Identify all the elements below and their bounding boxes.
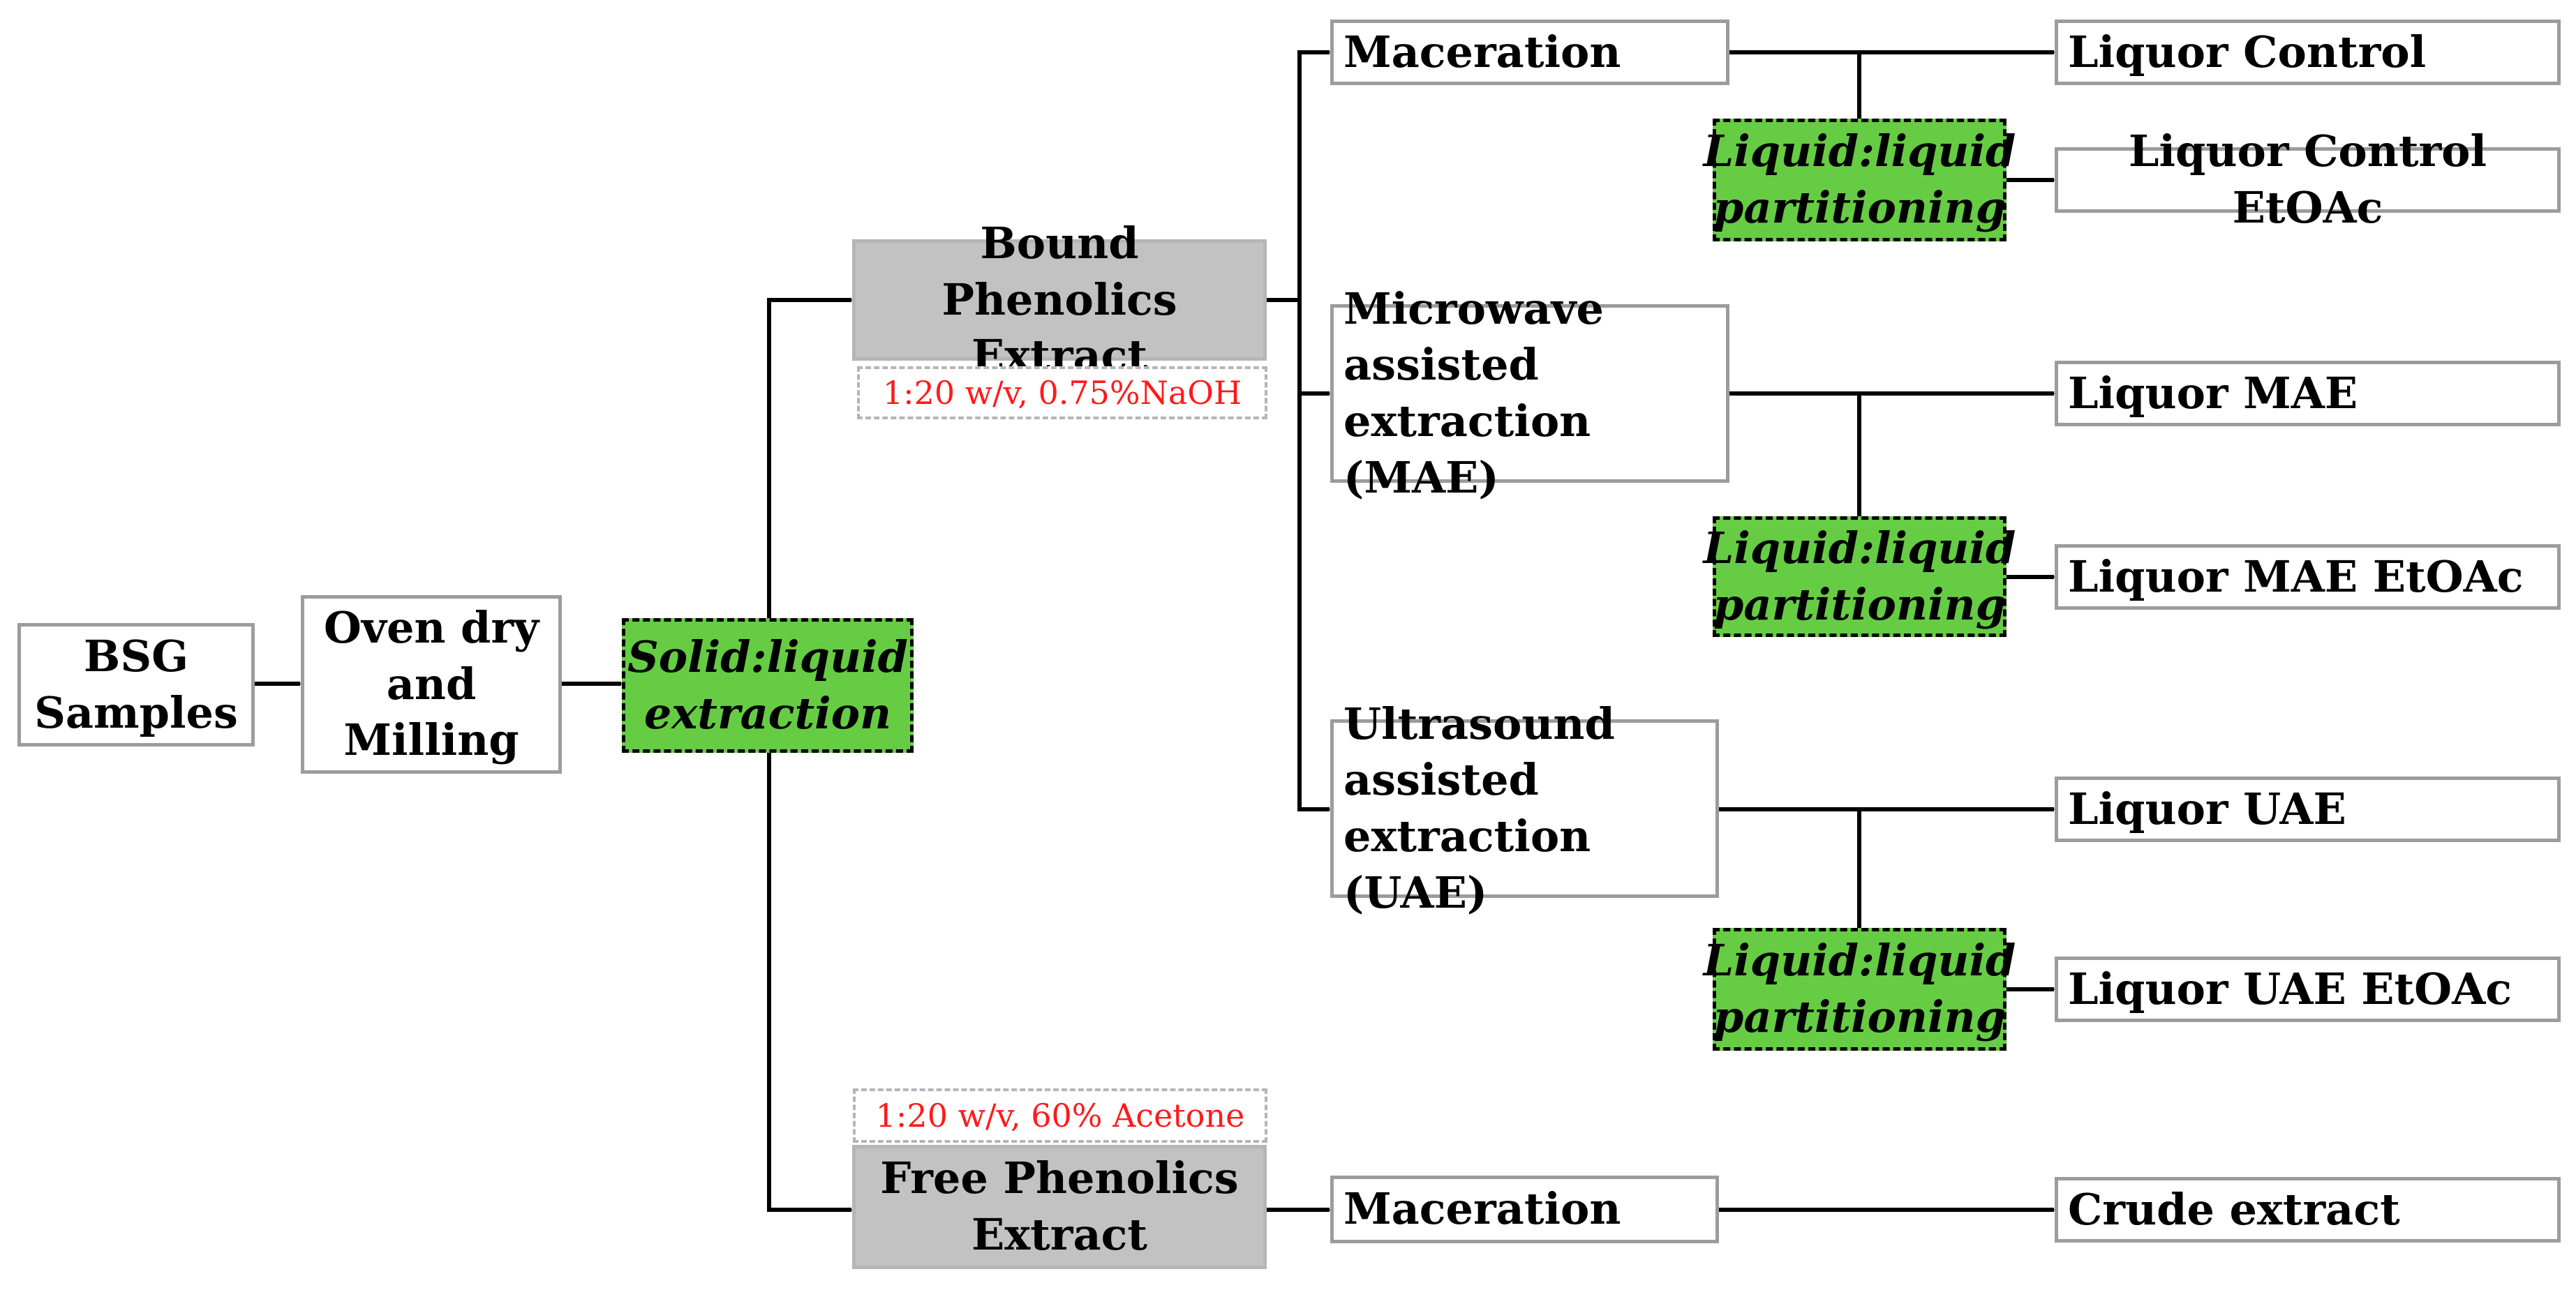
partitioning-box-mae: Liquid:liquid partitioning bbox=[1704, 516, 2016, 637]
free-phenolics-extract-box: Free Phenolics Extract bbox=[852, 1145, 1267, 1269]
liquor-mae-etoac-box: Liquor MAE EtOAc bbox=[2055, 544, 2561, 610]
maceration-box-free: Maceration bbox=[1330, 1176, 1719, 1243]
liquor-control-etoac-box: Liquor Control EtOAc bbox=[2055, 126, 2561, 233]
oven-dry-milling-box: Oven dry and Milling bbox=[301, 595, 562, 774]
liquor-uae-etoac-box: Liquor UAE EtOAc bbox=[2055, 957, 2561, 1022]
free-extraction-conditions: 1:20 w/v, 60% Acetone bbox=[853, 1088, 1267, 1143]
partitioning-box-control: Liquid:liquid partitioning bbox=[1704, 119, 2016, 241]
bound-phenolics-extract-box: Bound Phenolics Extract bbox=[852, 218, 1267, 381]
crude-extract-box: Crude extract bbox=[2055, 1177, 2561, 1243]
bsg-samples-box: BSG Samples bbox=[17, 623, 255, 747]
liquor-control-box: Liquor Control bbox=[2055, 20, 2561, 85]
liquor-uae-box: Liquor UAE bbox=[2055, 777, 2561, 842]
maceration-box-bound: Maceration bbox=[1330, 20, 1729, 85]
partitioning-box-uae: Liquid:liquid partitioning bbox=[1704, 928, 2016, 1051]
solid-liquid-extraction-box: Solid:liquid extraction bbox=[622, 618, 914, 753]
mae-box: Microwave assisted extraction (MAE) bbox=[1330, 283, 1729, 503]
uae-box: Ultrasound assisted extraction (UAE) bbox=[1330, 698, 1719, 918]
liquor-mae-box: Liquor MAE bbox=[2055, 361, 2561, 426]
bound-extraction-conditions: 1:20 w/v, 0.75%NaOH bbox=[857, 366, 1267, 419]
